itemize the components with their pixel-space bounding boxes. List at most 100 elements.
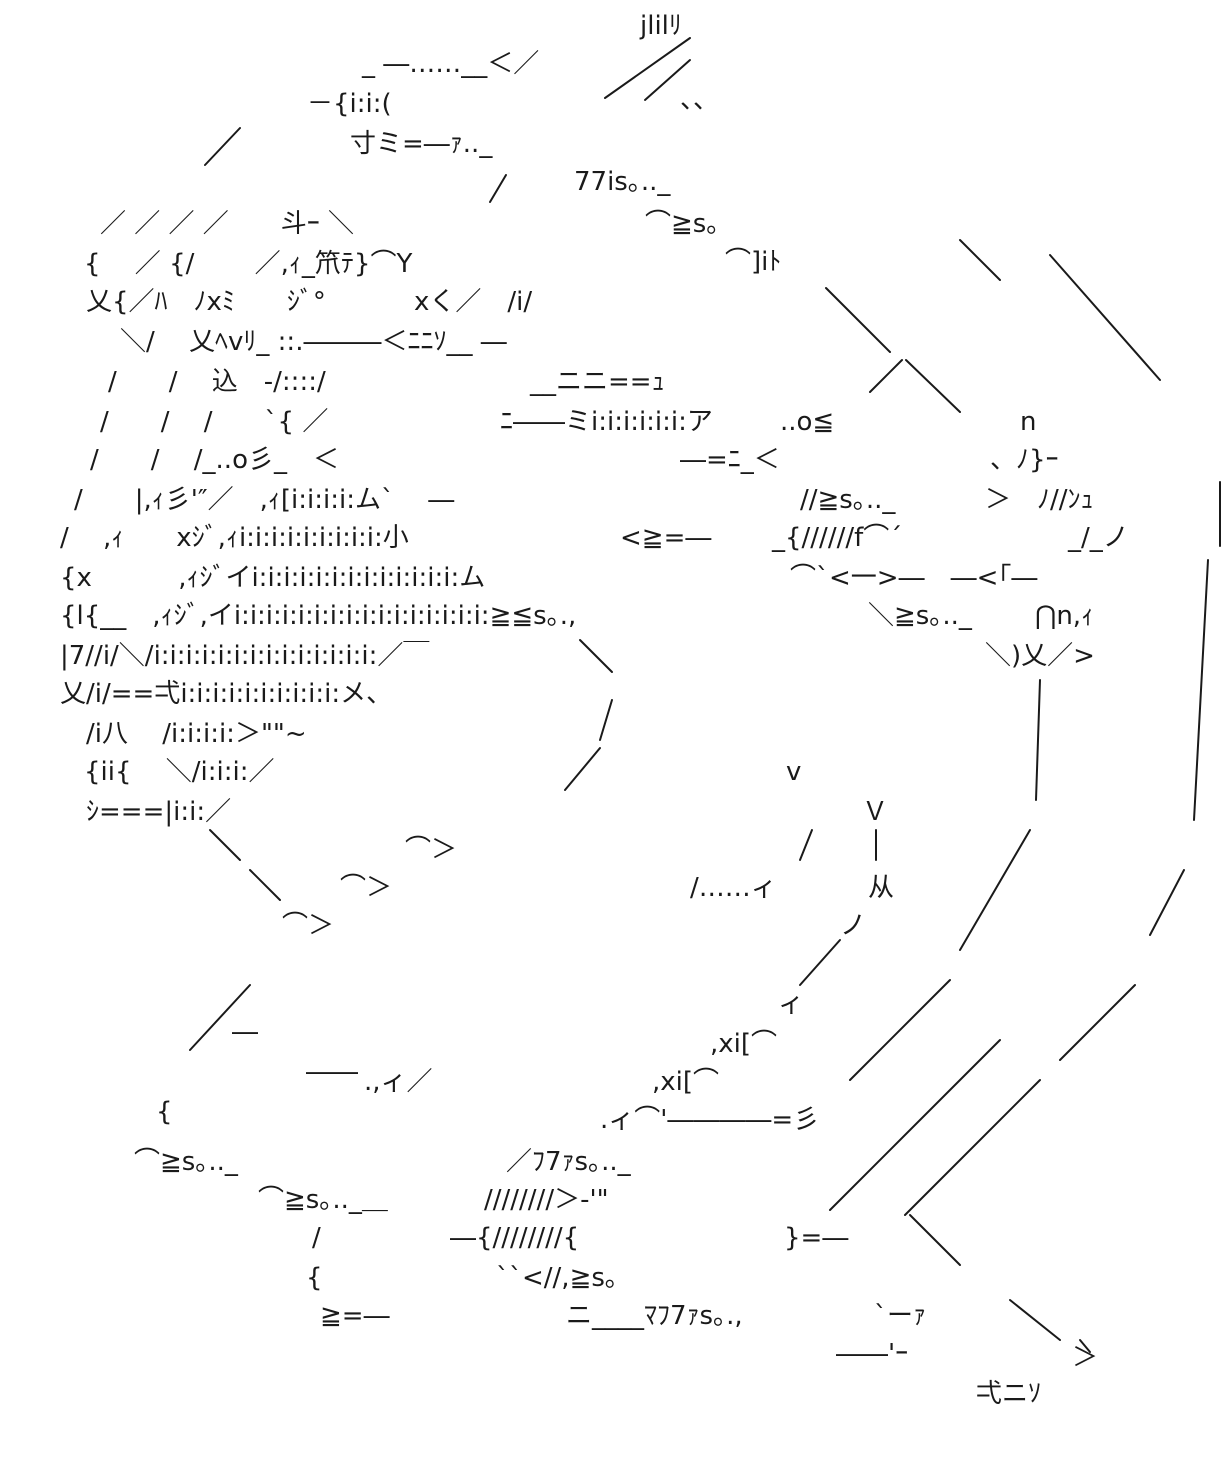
art-line: ..o≦ [780, 407, 834, 437]
art-line: 77is｡.._ [574, 167, 671, 197]
art-stroke [1059, 984, 1136, 1061]
art-line: / [312, 1223, 321, 1253]
art-line: _ ―……__＜／ [361, 49, 539, 79]
art-line: n [1020, 407, 1036, 437]
art-stroke [799, 829, 813, 861]
art-line: ――'ｰ [836, 1339, 908, 1369]
art-stroke [644, 59, 691, 101]
art-line: `ーｧ [874, 1301, 926, 1331]
art-stroke [909, 1214, 961, 1266]
art-line: ―=ﾆ_＜ [680, 445, 780, 475]
art-stroke [604, 37, 691, 99]
art-stroke [489, 174, 507, 203]
art-line: ＼/ 乂ﾍvﾘ_ ::.―――＜ﾆﾆｿ__ ― [120, 327, 507, 357]
art-line: / / /_..o彡_ ＜ [90, 445, 339, 475]
art-stroke [905, 359, 961, 413]
art-line: ⌒≧s｡.._＿ [258, 1185, 388, 1215]
art-line: ＞ [1072, 1343, 1098, 1373]
art-line: /i八 /i:i:i:i:＞""~ [86, 719, 307, 749]
art-line: ⌒`<一>― ―<｢― [790, 563, 1037, 593]
art-stroke [1049, 254, 1161, 381]
art-line: 寸ミ=―ｧ.._ [350, 129, 493, 159]
art-line: / ,ｨ xｼﾞ,ｨi:i:i:i:i:i:i:i:i:小 [60, 523, 409, 553]
art-line: v [786, 757, 801, 787]
art-line: 、、 [680, 85, 719, 115]
art-line: / / / `{ ／ [100, 407, 328, 437]
art-stroke [579, 639, 613, 673]
art-line: <≧=― [620, 523, 711, 553]
art-line: 乂/i/==弌i:i:i:i:i:i:i:i:i:i:メ、 [60, 679, 392, 709]
art-line: ⌒＞ [340, 873, 392, 903]
art-line: _{//////f⌒´ [771, 523, 902, 553]
art-stroke [1193, 559, 1209, 821]
art-line: ≧=― [320, 1301, 390, 1331]
art-stroke [959, 829, 1031, 951]
art-line: ィ [778, 989, 804, 1019]
art-line: ｼ===|i:i:／ [86, 797, 231, 827]
art-line: ＞ ﾉ//ﾝｭ [985, 485, 1094, 515]
art-line: ―{////////{ [450, 1223, 579, 1253]
art-line: ／ﾌ7ｧs｡.._ [506, 1147, 632, 1177]
art-stroke [1149, 869, 1185, 936]
art-line: ―― [306, 1057, 358, 1087]
art-line: ＼)乂／> [985, 641, 1095, 671]
art-line: .,ィ／ [364, 1067, 433, 1097]
art-line: ⋂n,ｨ [1035, 601, 1094, 631]
art-stroke [249, 869, 281, 901]
art-line: ／ ／ ／ ／ 斗ｰ ＼ [100, 209, 354, 239]
art-stroke [825, 287, 891, 353]
art-stroke [189, 984, 251, 1051]
art-stroke [564, 747, 601, 791]
art-line: ,xi[⌒ [652, 1067, 719, 1097]
art-line: __ニニ==ｭ [529, 367, 665, 397]
art-stroke [869, 359, 903, 393]
art-line: 从 [868, 873, 894, 903]
art-line: ⌒＞ [282, 911, 334, 941]
art-line: 乂{／ﾊ ﾉxﾐ ｼﾞ° [86, 287, 326, 317]
art-line: {x ,ｨｼﾞイi:i:i:i:i:i:i:i:i:i:i:i:i:ム [60, 563, 485, 593]
art-line: ニ____ﾏﾌ7ｧs｡., [566, 1301, 743, 1331]
art-line: ＼≧s｡.._ [868, 601, 973, 631]
art-line: / / 込 -/::::/ [108, 367, 326, 397]
art-line: ⌒≧s｡.._ [134, 1147, 239, 1177]
art-stroke [849, 979, 951, 1081]
art-line: {ii{ ＼/i:i:i:／ [84, 757, 275, 787]
art-line: /……ィ [690, 873, 777, 903]
art-stroke [799, 939, 841, 986]
art-line: _/_ノ [1067, 523, 1129, 553]
art-line: }=― [784, 1223, 848, 1253]
art-line: xく／ /i/ [414, 287, 532, 317]
art-line: ``<//,≧s｡ [496, 1263, 618, 1293]
art-line: { [156, 1097, 173, 1127]
art-line: jlilﾘ [639, 11, 682, 41]
art-stroke [959, 239, 1001, 281]
art-stroke [904, 1079, 1041, 1216]
art-line: ⌒＞ [405, 835, 457, 865]
art-line: ﾆ――ミi:i:i:i:i:i:ア [500, 407, 713, 437]
art-line: {l{__ ,ｨｼﾞ,イi:i:i:i:i:i:i:i:i:i:i:i:i:i:… [60, 601, 576, 631]
art-line: ― [232, 1017, 258, 1047]
ascii-art-strokes [189, 37, 1221, 1353]
art-line: //≧s｡.._ [800, 485, 896, 515]
art-line: ⌒]iﾄ [725, 247, 781, 277]
art-line: ,xi[⌒ [710, 1029, 777, 1059]
art-line: ////////＞-'" [484, 1185, 609, 1215]
ascii-art-layer: jlilﾘ _ ―……__＜／ 、、 －{i:i:( 寸ミ=―ｧ.._ 77is… [60, 11, 1129, 1409]
art-line: ⌒≧s｡ [645, 209, 719, 239]
art-line: －{i:i:( [307, 89, 392, 119]
art-line: |7//i/＼/i:i:i:i:i:i:i:i:i:i:i:i:i:i:／￣ [60, 640, 429, 671]
art-stroke [1035, 679, 1041, 801]
art-line: { [306, 1263, 323, 1293]
art-line: { ／ {/ ／,ｨ_笊ﾃ}⌒Y [84, 249, 412, 279]
art-line: ノ [840, 911, 866, 941]
art-line: .ィ⌒'――――=彡 [600, 1105, 819, 1135]
art-line: / |,ｨ彡'″／ ,ｨ[i:i:i:i:ム` ― [74, 485, 454, 515]
art-stroke [599, 699, 613, 741]
art-line: Ｖ [862, 797, 888, 827]
art-stroke [829, 1039, 1001, 1211]
art-stroke [209, 829, 241, 861]
art-stroke [1079, 1339, 1091, 1353]
art-stroke [1009, 1299, 1061, 1341]
art-line: 弌ニｿ [976, 1379, 1041, 1409]
